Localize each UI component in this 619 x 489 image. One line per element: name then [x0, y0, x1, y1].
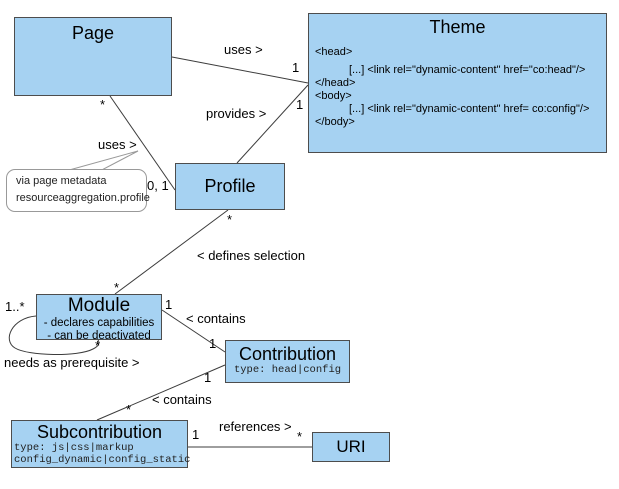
- class-theme: Theme <head> [...] <link rel="dynamic-co…: [308, 13, 607, 153]
- association-page-theme: [171, 56, 309, 84]
- edge-label-uses-profile: uses >: [98, 137, 137, 152]
- multiplicity-profile-defines: *: [227, 212, 233, 227]
- class-theme-body: <head> [...] <link rel="dynamic-content"…: [309, 46, 606, 129]
- multiplicity-module-contains: 1: [165, 297, 173, 312]
- association-module-contribution: [161, 309, 226, 353]
- edge-label-provides: provides >: [206, 106, 267, 121]
- edge-label-references: references >: [219, 419, 292, 434]
- multiplicity-sub-contains: *: [126, 402, 132, 417]
- multiplicity-sub-references: 1: [192, 427, 200, 442]
- class-uri: URI: [312, 432, 390, 462]
- theme-code-line: </body>: [315, 116, 355, 128]
- multiplicity-contribution-sub: 1: [204, 370, 212, 385]
- class-contribution: Contribution type: head|config: [225, 340, 350, 383]
- association-module-self-loop: [8, 315, 100, 355]
- module-attribute: - can be deactivated: [47, 330, 151, 342]
- multiplicity-profile: 0, 1: [147, 178, 169, 193]
- class-profile-title: Profile: [204, 176, 256, 196]
- edge-label-uses-theme: uses >: [224, 42, 263, 57]
- note-callout: via page metadata resourceaggregation.pr…: [6, 169, 150, 212]
- association-contribution-subcontribution: [96, 364, 226, 421]
- theme-code-line: [...] <link rel="dynamic-content" href="…: [349, 64, 586, 76]
- module-attribute: - declares capabilities: [43, 317, 155, 329]
- subcontribution-type-line: config_dynamic|config_static: [14, 454, 191, 466]
- contribution-type-line: type: head|config: [233, 364, 342, 376]
- class-page-title: Page: [71, 23, 115, 43]
- theme-code-line: </head>: [315, 77, 356, 89]
- subcontribution-type-line: type: js|css|markup: [14, 442, 134, 454]
- class-subcontribution: Subcontribution type: js|css|markup conf…: [11, 420, 191, 468]
- class-module-title: Module: [67, 295, 131, 316]
- multiplicity-needs-right: *: [95, 338, 101, 353]
- class-theme-title: Theme: [429, 17, 486, 37]
- class-subcontribution-title: Subcontribution: [36, 422, 163, 442]
- edge-label-contains-sub: < contains: [152, 392, 212, 407]
- association-profile-theme: [236, 84, 309, 164]
- edge-label-needs-prerequisite: needs as prerequisite >: [4, 355, 140, 370]
- theme-code-line: <body>: [315, 90, 352, 102]
- class-module: Module - declares capabilities - can be …: [36, 294, 162, 342]
- class-uri-title: URI: [336, 437, 366, 456]
- note-line: via page metadata: [16, 175, 107, 187]
- multiplicity-needs-left: 1..*: [5, 299, 25, 314]
- multiplicity-contribution-contains: 1: [209, 336, 217, 351]
- multiplicity-uri: *: [297, 429, 303, 444]
- class-page: Page: [14, 17, 172, 96]
- theme-code-line: <head>: [315, 46, 353, 58]
- class-profile: Profile: [175, 163, 285, 210]
- association-profile-module: [114, 209, 229, 295]
- multiplicity-module-defines: *: [114, 280, 120, 295]
- note-line: resourceaggregation.profile: [16, 192, 150, 204]
- multiplicity-theme-uses: 1: [292, 60, 300, 75]
- edge-label-defines-selection: < defines selection: [197, 248, 306, 263]
- theme-code-line: [...] <link rel="dynamic-content" href= …: [349, 103, 590, 115]
- class-contribution-title: Contribution: [238, 344, 337, 364]
- association-page-profile: [109, 95, 176, 191]
- multiplicity-theme-provides: 1: [296, 97, 304, 112]
- edge-label-contains-contribution: < contains: [186, 311, 246, 326]
- multiplicity-page: *: [100, 97, 106, 112]
